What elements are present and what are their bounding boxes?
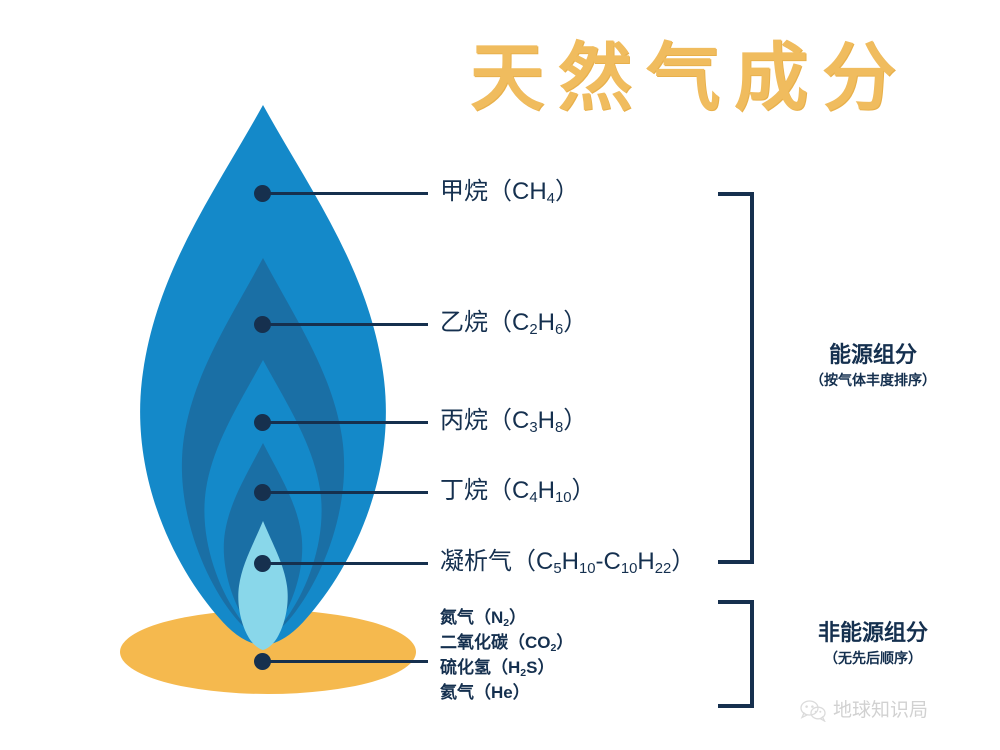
leader-dot-ethane (254, 316, 271, 333)
component-label-condensate: 凝析气（C5H10-C10H22） (440, 548, 696, 578)
watermark: 地球知识局 (800, 700, 928, 722)
flame-core (238, 521, 288, 650)
watermark-text: 地球知识局 (833, 700, 929, 721)
group-title-non-energy: 非能源组分 (817, 620, 928, 645)
leader-line-propane (266, 421, 428, 424)
component-label-carbon-dioxide: 二氧化碳（CO2） (440, 633, 574, 654)
component-label-helium: 氦气（He） (440, 683, 530, 702)
group-caption-non-energy: 非能源组分 （无先后顺序） (768, 619, 978, 669)
component-label-nitrogen: 氮气（N2） (440, 608, 527, 629)
wechat-icon (800, 700, 826, 722)
component-label-methane: 甲烷（CH4） (440, 178, 579, 208)
leader-line-methane (266, 192, 428, 195)
group-note-energy: （按气体丰度排序） (810, 372, 936, 388)
flame-base-ellipse (120, 610, 416, 694)
component-label-butane: 丁烷（C4H10） (440, 477, 596, 507)
component-label-propane: 丙烷（C3H8） (440, 407, 588, 437)
leader-dot-methane (254, 185, 271, 202)
group-title-energy: 能源组分 (828, 342, 917, 367)
group-note-non-energy: （无先后顺序） (824, 650, 922, 666)
leader-dot-propane (254, 414, 271, 431)
bracket-energy-group (718, 192, 754, 564)
component-label-hydrogen-sulfide: 硫化氢（H2S） (440, 658, 555, 679)
group-caption-energy: 能源组分 （按气体丰度排序） (768, 341, 978, 391)
leader-dot-condensate (254, 555, 271, 572)
leader-dot-non-energy (254, 653, 271, 670)
non-energy-component-list: 氮气（N2） 二氧化碳（CO2） 硫化氢（H2S） 氦气（He） (440, 605, 573, 705)
leader-line-ethane (266, 323, 428, 326)
page-title: 天然气成分 (470, 35, 910, 121)
leader-dot-butane (254, 484, 271, 501)
bracket-non-energy-group (718, 600, 754, 708)
leader-line-non-energy (266, 660, 428, 663)
leader-line-butane (266, 491, 428, 494)
component-label-ethane: 乙烷（C2H6） (440, 309, 588, 339)
leader-line-condensate (266, 562, 428, 565)
